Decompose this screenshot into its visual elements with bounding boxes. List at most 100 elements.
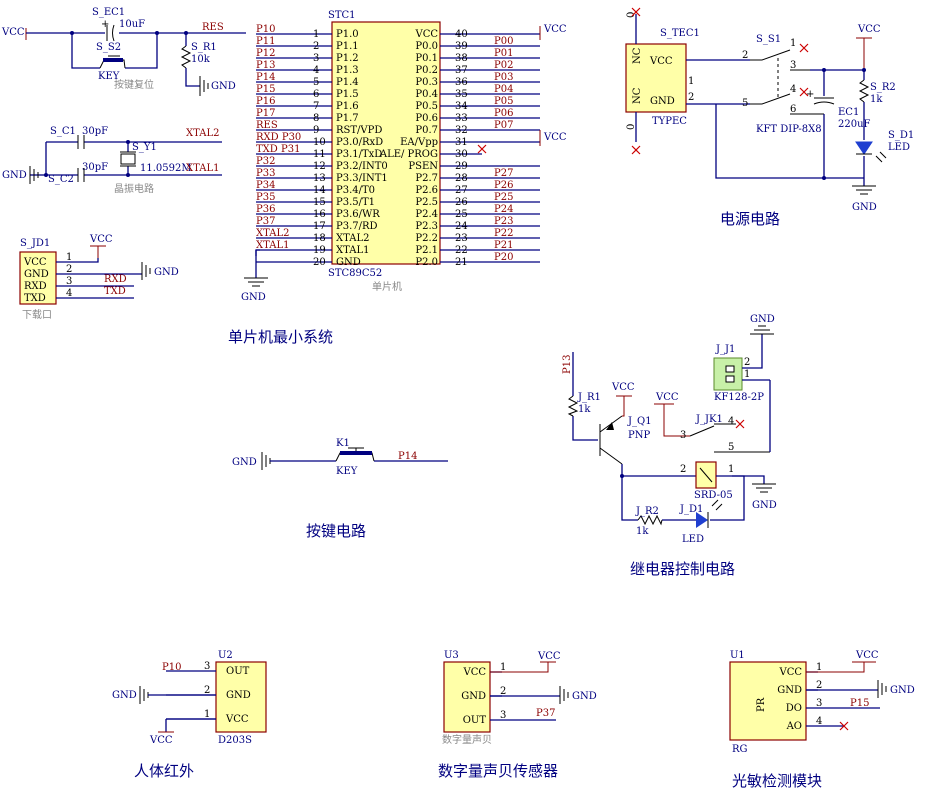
- mcu-right-pin-name: P2.1: [415, 245, 438, 256]
- title-mcu: 单片机最小系统: [228, 328, 333, 346]
- mcu-caption: 单片机: [372, 280, 402, 293]
- mcu-left-pin-net: P11: [256, 36, 275, 47]
- mcu-right-pin-net: P02: [494, 60, 513, 71]
- mcu-left-pin-name: P1.3: [336, 65, 359, 76]
- sound-gnd-label: GND: [572, 691, 597, 702]
- power-switch-pin-num: 4: [790, 84, 796, 95]
- mcu-left-pin-num: 12: [313, 161, 326, 172]
- pir-gnd-icon: [139, 686, 149, 704]
- mcu-left-pin-name: P3.4/T0: [336, 185, 375, 196]
- reset-cap-value: 10uF: [119, 19, 145, 30]
- mcu-right-pin-net: P01: [494, 48, 513, 59]
- mcu-right-pin-name: P0.3: [415, 77, 438, 88]
- sound-pin-name: GND: [461, 691, 486, 702]
- light-inner: PR: [756, 697, 767, 712]
- mcu-right-pin-net: P00: [494, 36, 513, 47]
- reset-gnd-label: GND: [211, 81, 236, 92]
- mcu-left-pin-num: 14: [313, 185, 326, 196]
- mcu-left-pin-name: P3.7/RD: [336, 221, 378, 232]
- crystal-circuit: S_C1 30pF S_C2 30pF S_Y1 11.0592M XTAL2 …: [2, 126, 222, 195]
- reset-circuit: S_EC1 10uF VCC + S_S2 KEY 按键复位 RES S_R1 …: [1, 7, 246, 96]
- mcu-left-pin-name: XTAL2: [336, 233, 369, 244]
- relay-terminal-designator: J_J1: [715, 344, 735, 355]
- mcu-left-pin-name: P3.6/WR: [336, 209, 380, 220]
- mcu-left-pin-num: 11: [313, 149, 326, 160]
- mcu-left-pin-net: P17: [256, 108, 275, 119]
- c2-designator: S_C2: [48, 174, 74, 185]
- power-switch-icon: [750, 49, 824, 115]
- download-pin-label: VCC: [23, 257, 47, 268]
- download-rxd-net: RXD: [104, 274, 127, 285]
- mcu-right-pin-net: P04: [494, 84, 513, 95]
- mcu-left-pin-name: P1.4: [336, 77, 359, 88]
- typec-gnd-pin: GND: [650, 96, 675, 107]
- download-vcc-label: VCC: [89, 234, 113, 245]
- relay-terminal-pin1: 1: [744, 369, 750, 380]
- mcu-right-pin-net: P27: [494, 168, 513, 179]
- mcu-right-pin-net: P22: [494, 228, 513, 239]
- mcu-left-pin-num: 15: [313, 197, 326, 208]
- typec-sub: TYPEC: [652, 116, 687, 127]
- mcu-right-pin-name: P0.2: [415, 65, 438, 76]
- sound-vcc-icon: [490, 661, 556, 673]
- pir-pin-num: 1: [204, 709, 210, 720]
- mcu-right-pin-num: 28: [455, 173, 468, 184]
- relay-led-icon: [696, 512, 708, 528]
- relay-gnd-icon: [750, 325, 774, 335]
- relay-vcc2-icon: [654, 403, 690, 437]
- mcu-left-pin-num: 2: [313, 41, 319, 52]
- light-pin-num: 2: [816, 680, 822, 691]
- power-circuit: S_TEC1 NC NC 0 0 VCC GND 1 2 TYPEC S_S1 …: [625, 7, 914, 213]
- sound-body: [443, 661, 491, 733]
- mcu-gnd-icon: [244, 277, 268, 287]
- mcu-right-pin-name: P2.5: [415, 197, 438, 208]
- mcu-left-pin-num: 4: [313, 65, 319, 76]
- mcu-right-pin-num: 38: [455, 53, 468, 64]
- mcu-right-pin-num: 25: [455, 209, 468, 220]
- power-led-designator: S_D1: [888, 130, 914, 141]
- relay-q1-value: PNP: [628, 430, 650, 441]
- mcu-left-pin-net: XTAL1: [256, 240, 289, 251]
- mcu-left-pin-net: P37: [256, 216, 275, 227]
- relay-designator: J_JK1: [695, 414, 723, 425]
- mcu-left-pin-name: XTAL1: [336, 245, 369, 256]
- reset-switch-value: KEY: [98, 71, 120, 82]
- mcu-left-pin-num: 10: [313, 137, 326, 148]
- relay-pin-num: 3: [680, 430, 686, 441]
- pir-pin-num: 3: [204, 661, 210, 672]
- mcu-left-pin-name: P1.2: [336, 53, 359, 64]
- mcu-right-pin-name: P0.0: [415, 41, 438, 52]
- crystal-caps-icon: [77, 135, 85, 182]
- mcu-right-pin-net: P25: [494, 192, 513, 203]
- crystal-gnd-icon: [29, 166, 39, 184]
- typec-nc-icons: [631, 7, 641, 155]
- mcu-right-pin-net: P03: [494, 72, 513, 83]
- title-key: 按键电路: [306, 522, 366, 540]
- relay-terminal-body: [713, 357, 743, 391]
- title-sound: 数字量声贝传感器: [438, 762, 558, 780]
- mcu-right-pin-name: P0.7: [415, 125, 438, 136]
- light-pin-num: 3: [816, 698, 822, 709]
- title-pir: 人体红外: [134, 762, 194, 780]
- mcu-left-pin-num: 7: [313, 101, 319, 112]
- mcu-left-pin-net: P12: [256, 48, 275, 59]
- reset-switch-designator: S_S2: [96, 42, 121, 53]
- mcu-right-pin-name: P2.6: [415, 185, 438, 196]
- mcu-left-pin-name: P3.3/INT1: [336, 173, 388, 184]
- light-pin-name: GND: [777, 685, 802, 696]
- mcu-right-pin-name: P2.4: [415, 209, 438, 220]
- relay-r1-icon: [567, 395, 579, 417]
- mcu-left-pin-num: 6: [313, 89, 319, 100]
- download-pin-line: [56, 258, 99, 263]
- relay-r2-designator: J_R2: [635, 506, 659, 517]
- mcu-left-pin-net: P32: [256, 156, 275, 167]
- mcu-right-pin-name: PSEN: [408, 161, 438, 172]
- sound-vcc-label: VCC: [537, 651, 561, 662]
- pir-body: [215, 661, 267, 733]
- reset-res-value: 10k: [191, 54, 211, 65]
